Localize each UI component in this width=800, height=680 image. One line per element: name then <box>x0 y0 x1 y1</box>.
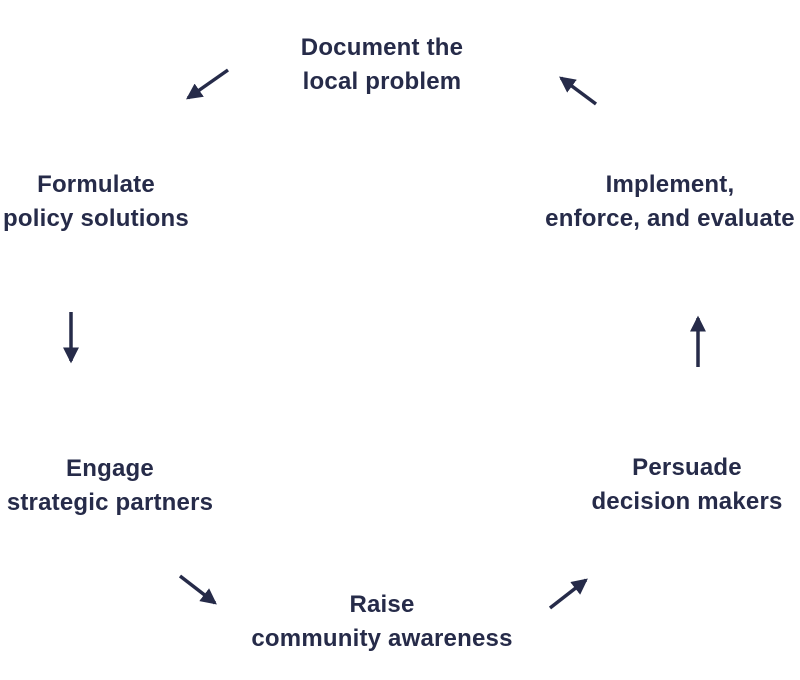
arrow-engage-to-raise <box>178 574 217 605</box>
cycle-step-persuade-decision-makers: Persuade decision makers <box>591 451 782 519</box>
arrow-raise-to-persuade <box>548 578 588 610</box>
step-label-line: Formulate <box>37 170 155 198</box>
cycle-step-implement-enforce-evaluate: Implement, enforce, and evaluate <box>545 168 795 236</box>
cycle-step-engage-strategic-partners: Engage strategic partners <box>7 452 213 520</box>
arrow-implement-to-document <box>559 76 598 106</box>
step-label-line: enforce, and evaluate <box>545 205 795 232</box>
step-label-line: strategic partners <box>6 489 214 516</box>
step-label-line: Raise <box>349 590 415 618</box>
step-label-line: Document the <box>300 33 464 61</box>
arrow-document-to-formulate <box>186 68 230 100</box>
cycle-step-formulate-policy-solutions: Formulate policy solutions <box>3 168 189 236</box>
step-label-line: Engage <box>66 454 154 482</box>
step-label-line: Persuade <box>632 453 742 481</box>
cycle-step-document-local-problem: Document the local problem <box>301 31 463 99</box>
step-label-line: decision makers <box>591 488 783 515</box>
step-label-line: Implement, <box>605 170 735 198</box>
step-label-line: policy solutions <box>3 205 189 232</box>
cycle-step-raise-community-awareness: Raise community awareness <box>251 588 512 656</box>
step-label-line: community awareness <box>251 625 513 652</box>
step-label-line: local problem <box>302 68 462 95</box>
